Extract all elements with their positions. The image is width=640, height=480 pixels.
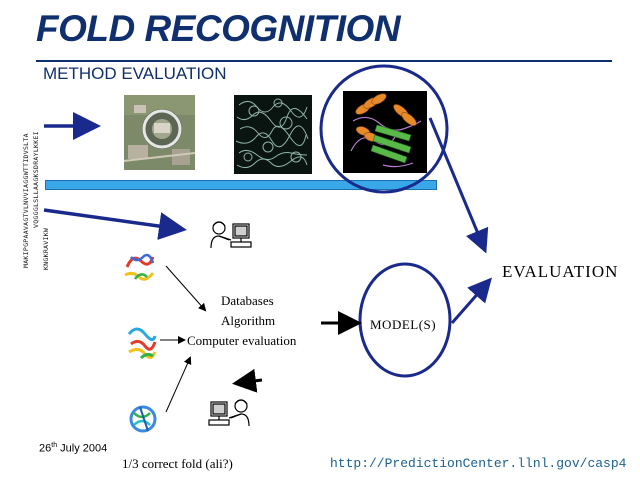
page-subtitle: METHOD EVALUATION (43, 64, 227, 83)
structure-highlight-circle (319, 64, 449, 194)
arrow-structure-to-evaluation (428, 117, 489, 254)
protein-ribbon-icon (343, 91, 427, 173)
arrow-protein1-to-center (165, 265, 207, 312)
arrow-back-to-user (232, 368, 263, 393)
page-title: FOLD RECOGNITION (36, 8, 401, 49)
algorithm-label: Algorithm (221, 313, 276, 328)
title-divider (36, 60, 612, 62)
model-label: MODEL(S) (370, 317, 437, 332)
date-label: 26th July 2004 (39, 442, 107, 455)
date-suffix: th (51, 442, 58, 449)
model-circle (358, 262, 452, 378)
evaluation-label: EVALUATION (502, 262, 619, 281)
synchrotron-aerial-icon (124, 95, 195, 170)
arrow-protein3-to-center (165, 356, 192, 413)
arrow-model-to-evaluation (450, 277, 492, 324)
computer-evaluation-label: Computer evaluation (187, 333, 297, 348)
arrow-to-computer-user (43, 208, 187, 240)
electron-density-map-icon (234, 95, 312, 174)
date-day: 26 (39, 442, 52, 455)
databases-label: Databases (221, 293, 274, 308)
computer-user-icon (205, 218, 253, 254)
fold-note: 1/3 correct fold (ali?) (122, 456, 233, 471)
protein-ribbon-icon (125, 322, 159, 362)
date-rest: July 2004 (57, 442, 108, 455)
prediction-center-link[interactable]: http://PredictionCenter.llnl.gov/casp4 (330, 456, 627, 471)
protein-ribbon-icon (121, 247, 159, 283)
pipeline-bar (45, 180, 437, 190)
computer-user-icon (207, 396, 255, 432)
protein-ribbon-icon (126, 401, 160, 437)
